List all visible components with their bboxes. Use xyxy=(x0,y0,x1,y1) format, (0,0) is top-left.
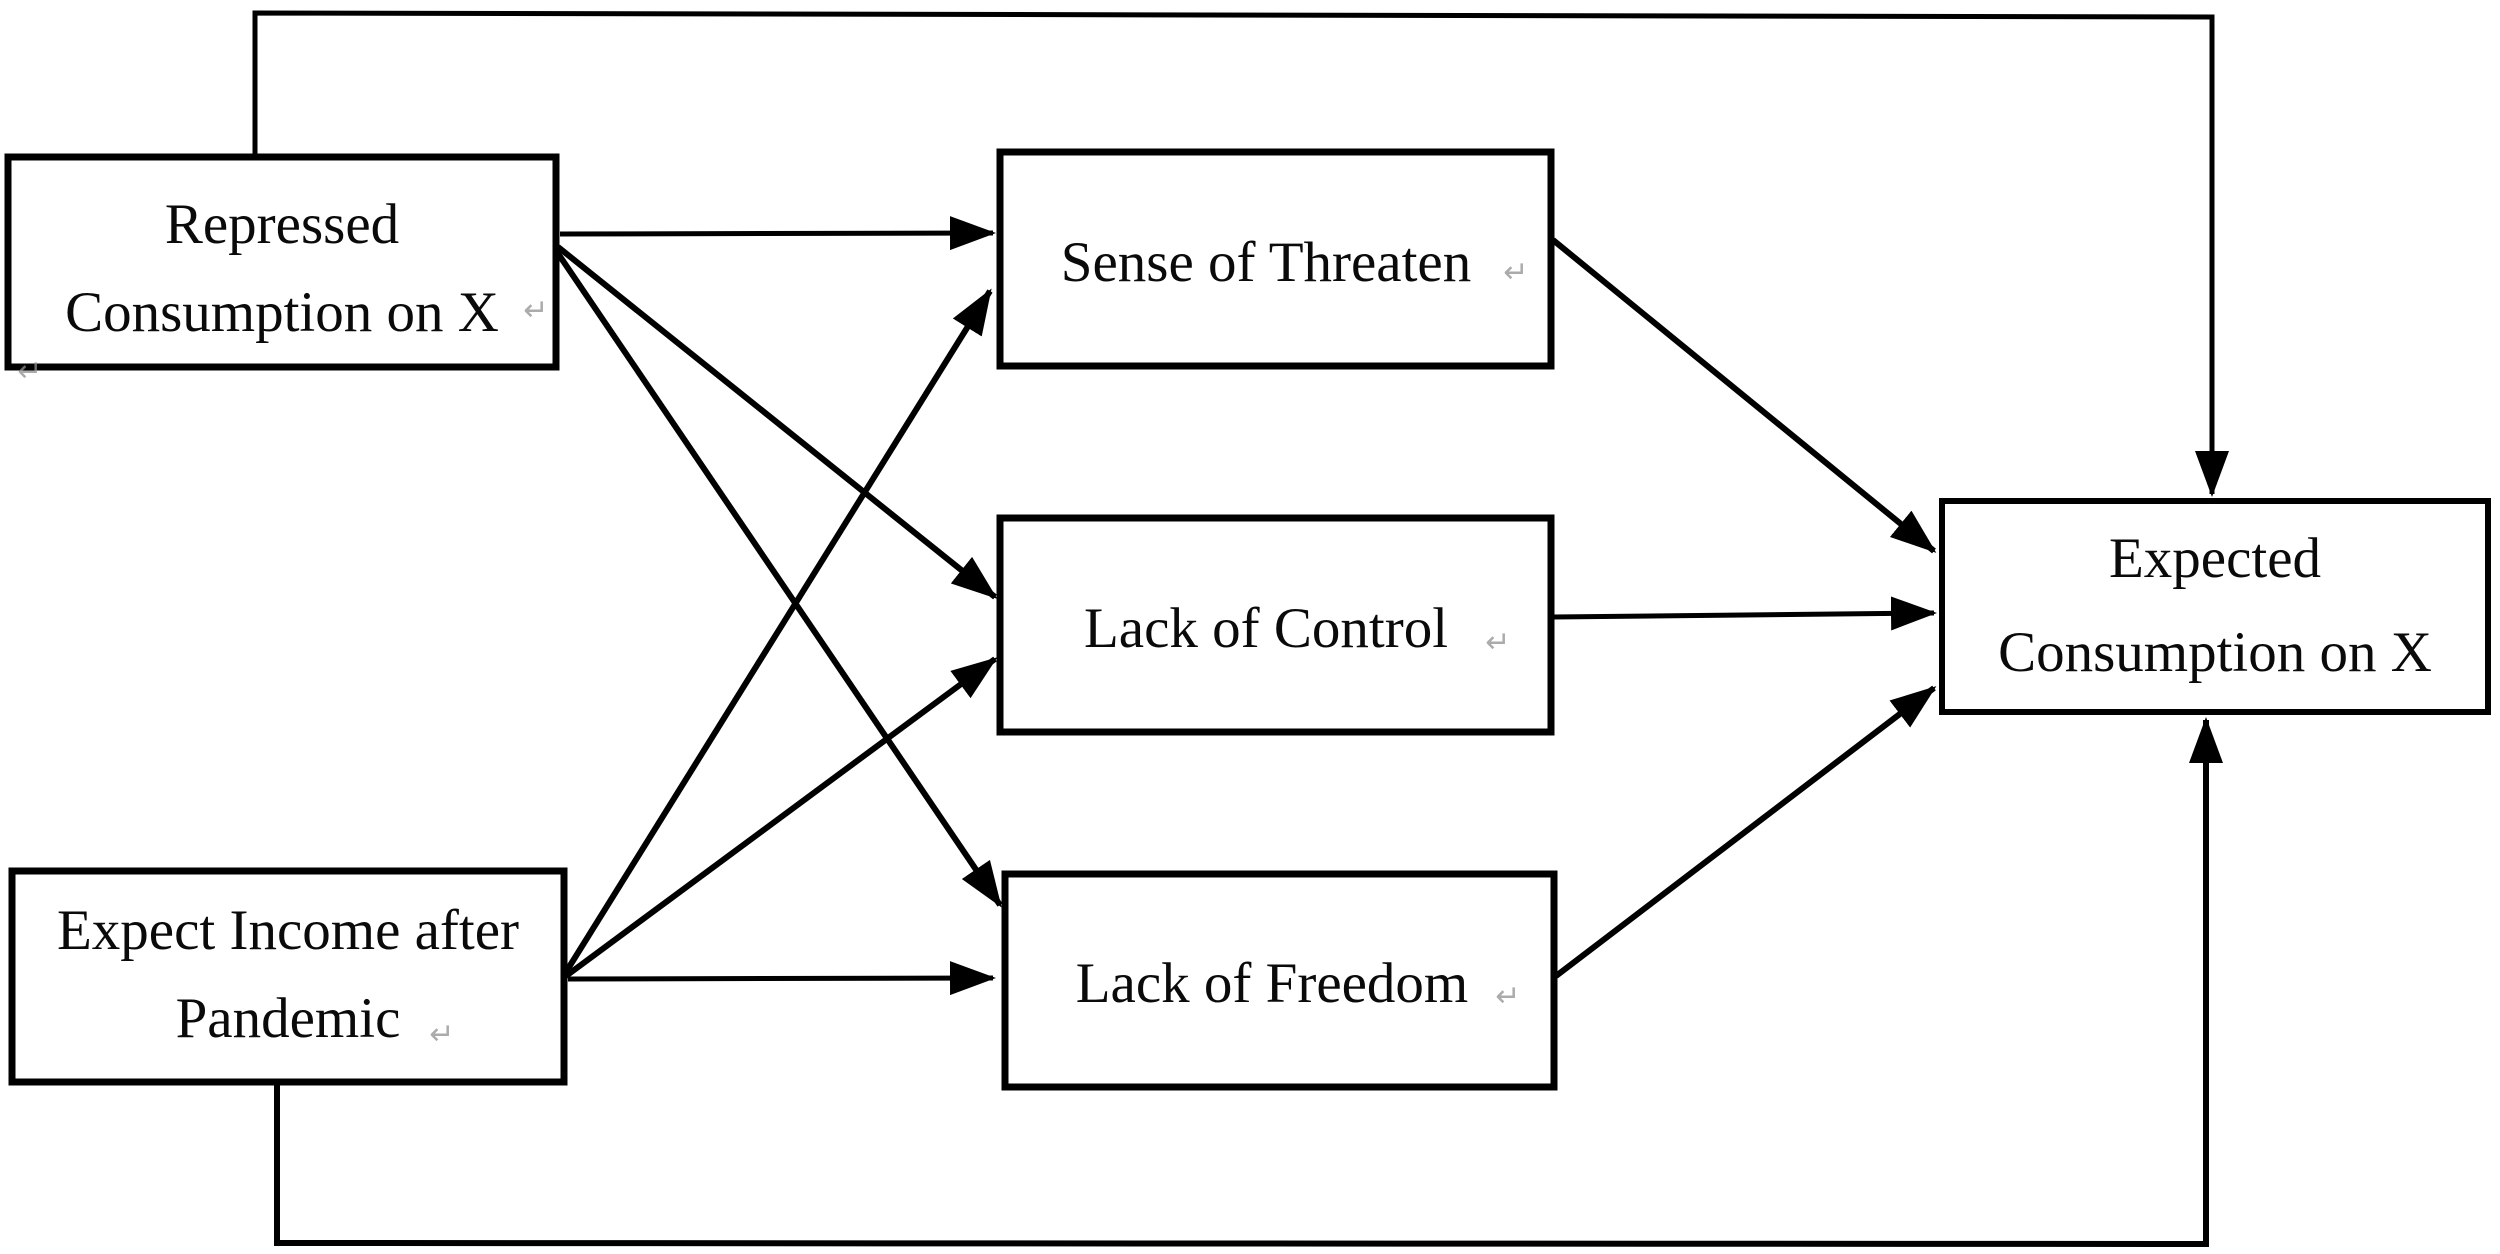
paragraph-mark-icon: ↵ xyxy=(523,293,548,328)
expect-income-box xyxy=(8,867,568,1086)
paragraph-marks-layer: ↵ ↵ ↵ ↵ ↵ ↵ xyxy=(17,255,1528,1052)
repressed-consumption-box xyxy=(4,153,560,371)
edges-layer xyxy=(252,10,2229,1248)
repressed-consumption-label-line1: Repressed xyxy=(165,193,399,256)
expected-consumption-label-line2: Consumption on X xyxy=(1998,621,2432,684)
node-expected-consumption: Expected Consumption on X xyxy=(1939,498,2491,715)
sense-of-threaten-box xyxy=(996,148,1555,370)
expect-income-label-line1: Expect Income after xyxy=(57,899,519,962)
node-lack-of-control: Lack of Control xyxy=(996,514,1555,736)
arrow-repressed-to-lack-of-control xyxy=(556,244,998,600)
paragraph-mark-icon: ↵ xyxy=(1503,255,1528,290)
arrow-expect-income-to-lack-of-control xyxy=(564,656,998,979)
arrow-lack-of-freedom-to-expected xyxy=(1554,685,1937,979)
paragraph-mark-icon: ↵ xyxy=(429,1017,454,1052)
node-lack-of-freedom: Lack of Freedom xyxy=(1001,870,1558,1091)
repressed-consumption-label-line2: Consumption on X xyxy=(65,281,499,344)
expected-consumption-label-line1: Expected xyxy=(2109,527,2321,590)
arrow-expect-income-to-expected-bottom-route xyxy=(274,717,2223,1248)
node-repressed-consumption: Repressed Consumption on X xyxy=(4,153,560,371)
paragraph-mark-icon: ↵ xyxy=(1485,625,1510,660)
arrow-repressed-to-lack-of-freedom xyxy=(554,250,1003,908)
arrow-sense-of-threaten-to-expected xyxy=(1551,237,1937,554)
node-sense-of-threaten: Sense of Threaten xyxy=(996,148,1555,370)
lack-of-freedom-box xyxy=(1001,870,1558,1091)
arrow-repressed-to-expected-top-route xyxy=(252,10,2229,497)
arrow-expect-income-to-sense-of-threaten xyxy=(563,288,993,974)
lack-of-control-label: Lack of Control xyxy=(1084,597,1448,660)
arrow-repressed-to-sense-of-threaten xyxy=(559,216,996,251)
lack-of-control-box xyxy=(996,514,1555,736)
arrow-expect-income-to-lack-of-freedom xyxy=(567,961,996,996)
sense-of-threaten-label: Sense of Threaten xyxy=(1061,231,1471,294)
node-expect-income: Expect Income after Pandemic xyxy=(8,867,568,1086)
expect-income-label-line2: Pandemic xyxy=(176,987,401,1050)
paragraph-mark-icon: ↵ xyxy=(17,354,42,389)
expected-consumption-box xyxy=(1939,498,2491,715)
lack-of-freedom-label: Lack of Freedom xyxy=(1076,952,1469,1015)
arrow-lack-of-control-to-expected xyxy=(1552,596,1937,631)
paragraph-mark-icon: ↵ xyxy=(1495,979,1520,1014)
